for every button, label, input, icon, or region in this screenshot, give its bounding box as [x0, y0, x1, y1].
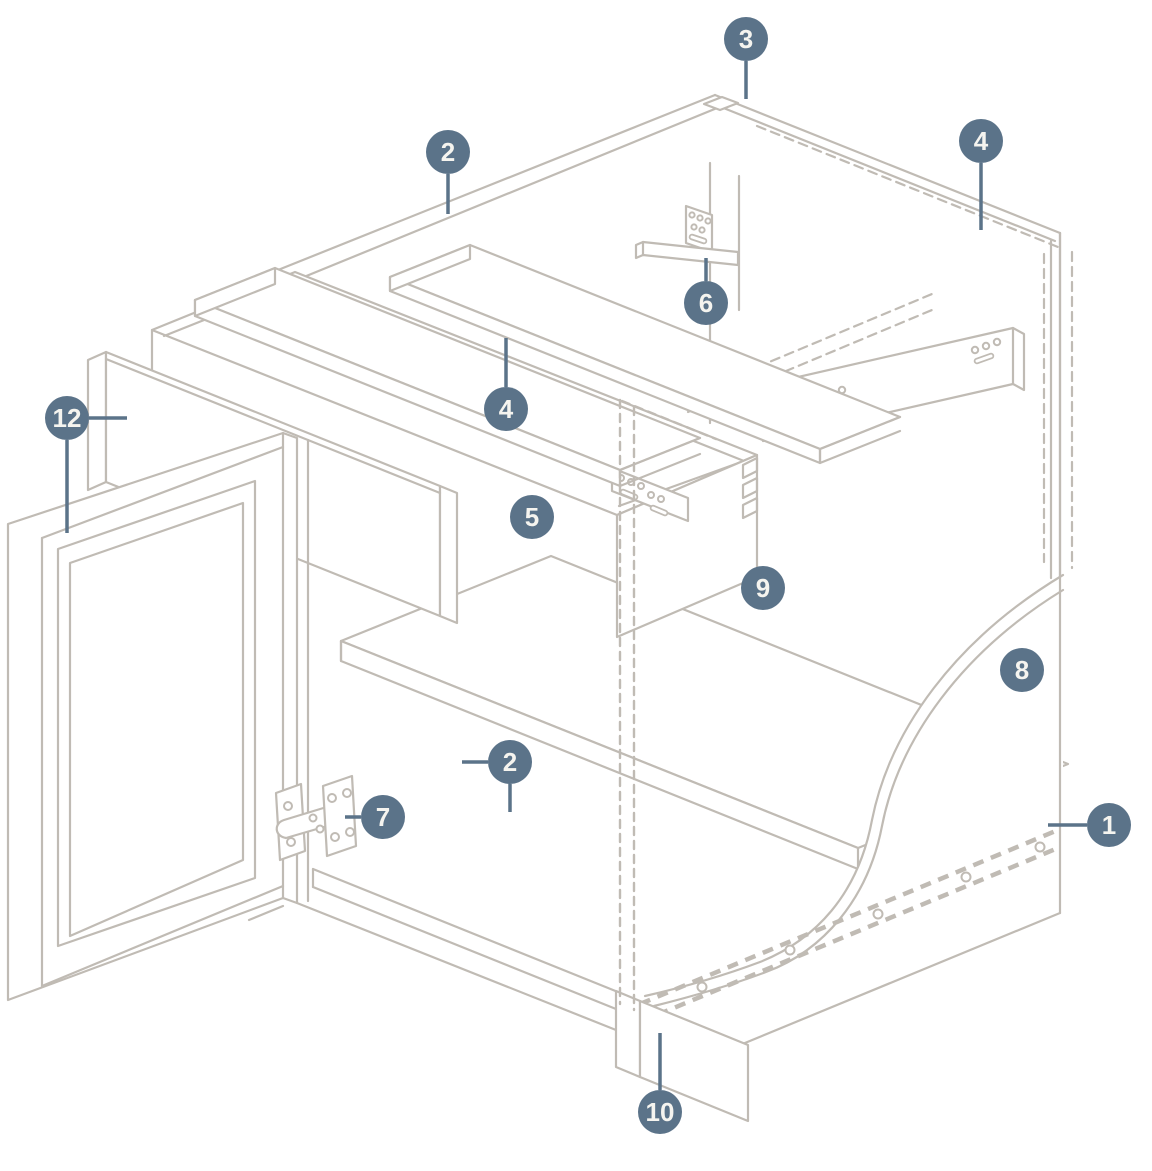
- callout-number: 4: [499, 394, 514, 424]
- callout-3: 3: [724, 17, 768, 99]
- callout-12: 12: [45, 396, 127, 533]
- callout-badge: [1000, 648, 1044, 692]
- toe-kick: [614, 989, 750, 1123]
- hidden-top-edge: [755, 124, 1060, 249]
- callout-5: 5: [510, 495, 554, 539]
- callout-badge: [361, 795, 405, 839]
- callout-number: 12: [53, 403, 82, 433]
- callout-number: 2: [441, 137, 455, 167]
- callout-4: 4: [959, 119, 1003, 230]
- callout-number: 7: [376, 802, 390, 832]
- back-panel-groove-notch: [702, 95, 740, 112]
- callout-7: 7: [345, 795, 405, 839]
- drawer-slide-rear-bracket: [634, 204, 740, 267]
- hidden-partition-lines: [618, 398, 718, 1012]
- door-panel-bevel: [68, 501, 245, 938]
- stretcher-rails: [193, 243, 902, 488]
- callout-badge: [484, 387, 528, 431]
- callout-number: 5: [525, 502, 539, 532]
- callout-10: 10: [638, 1033, 682, 1134]
- door-frame-inner-edge: [56, 479, 257, 948]
- hidden-nailer-rail: [639, 827, 1059, 1025]
- callout-badge: [45, 396, 89, 440]
- callout-number: 4: [974, 126, 989, 156]
- callout-number: 1: [1102, 810, 1116, 840]
- callout-number: 10: [646, 1097, 675, 1127]
- back-panel-bow-curve: [643, 573, 1065, 998]
- callout-badge: [1087, 803, 1131, 847]
- callout-number: 8: [1015, 655, 1029, 685]
- callout-4: 4: [484, 338, 528, 431]
- callout-number: 6: [699, 288, 713, 318]
- callout-6: 6: [684, 258, 728, 325]
- callout-2: 2: [426, 130, 470, 214]
- callout-badge: [488, 740, 532, 784]
- dovetail-joints: [741, 456, 759, 520]
- cabinet-door: [6, 431, 299, 1002]
- back-stretcher-rail: [388, 243, 902, 465]
- callout-badge: [741, 566, 785, 610]
- callout-layer: 3 2 4 6 4 12 5 9 8 2 7 1 10: [45, 17, 1131, 1134]
- callout-number: 3: [739, 24, 753, 54]
- callout-number: 9: [756, 573, 770, 603]
- callout-number: 2: [503, 747, 517, 777]
- callout-badge: [638, 1090, 682, 1134]
- callout-badge: [510, 495, 554, 539]
- callout-badge: [426, 130, 470, 174]
- back-panel: [639, 231, 1065, 1085]
- callout-9: 9: [741, 566, 785, 610]
- callout-badge: [959, 119, 1003, 163]
- callout-badge: [684, 281, 728, 325]
- callout-1: 1: [1048, 803, 1131, 847]
- door-hinge: [274, 774, 358, 862]
- bottom-deck: [247, 867, 620, 1032]
- callout-8: 8: [1000, 648, 1044, 692]
- callout-2: 2: [462, 740, 532, 812]
- callout-badge: [724, 17, 768, 61]
